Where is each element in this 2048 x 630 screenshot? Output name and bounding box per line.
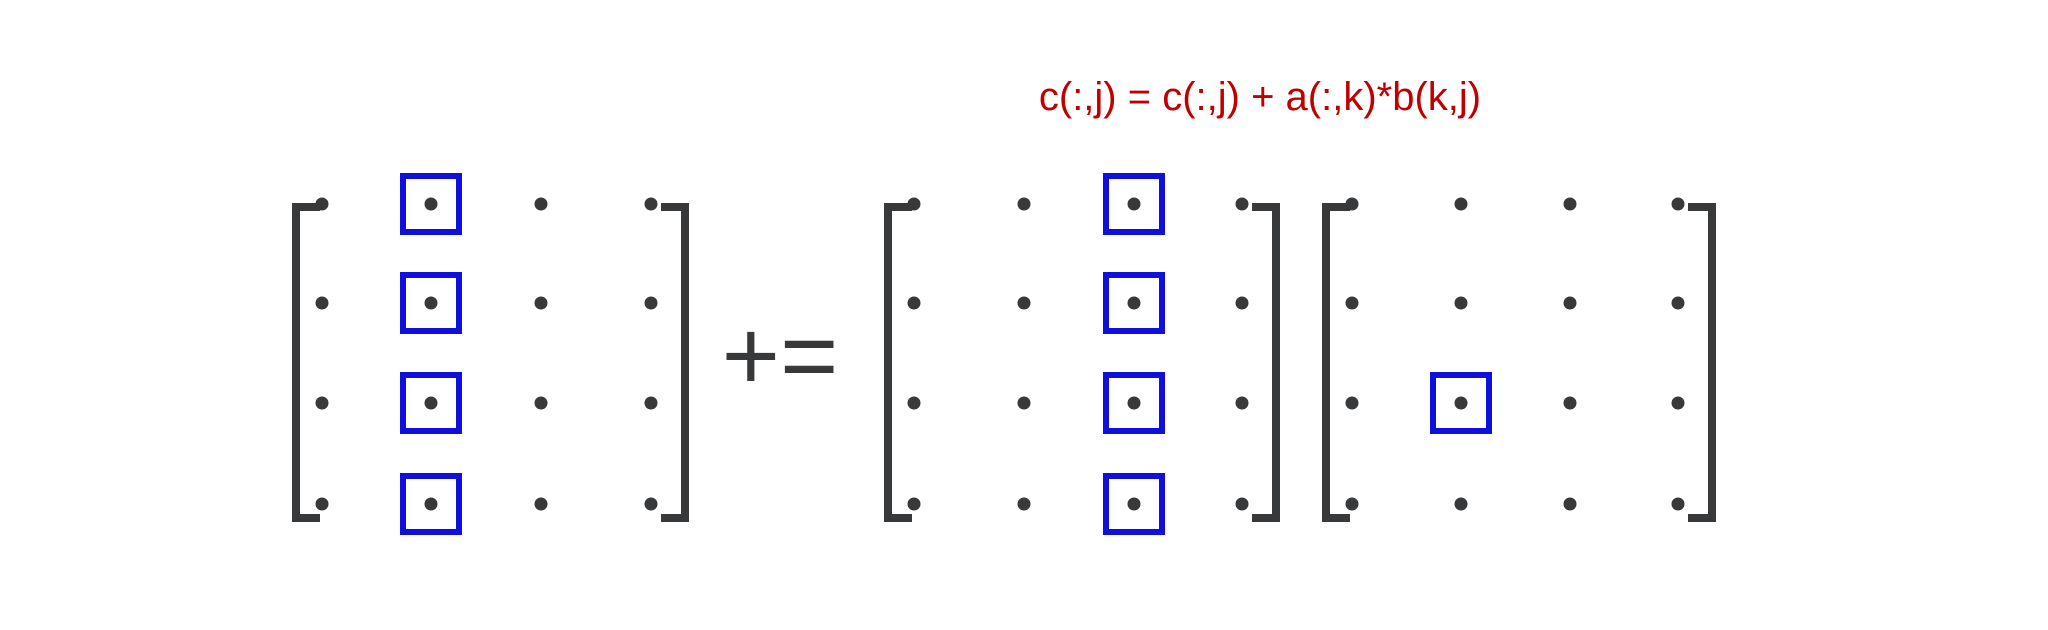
left-bracket — [884, 203, 912, 522]
highlight-box — [1430, 372, 1492, 434]
highlight-box — [1103, 372, 1165, 434]
matrix-entry-dot — [644, 396, 658, 410]
right-bracket — [1688, 203, 1716, 522]
matrix-entry-dot — [534, 497, 548, 511]
highlight-box — [400, 173, 462, 235]
matrix-entry-dot — [1671, 396, 1685, 410]
matrix-entry-dot — [1235, 197, 1249, 211]
matrix-entry-dot — [424, 296, 438, 310]
matrix-entry-dot — [315, 396, 329, 410]
matrix-entry-dot — [315, 497, 329, 511]
matrix-entry-dot — [1017, 396, 1031, 410]
right-bracket — [1252, 203, 1280, 522]
matrix-entry-dot — [1235, 296, 1249, 310]
matrix-entry-dot — [907, 296, 921, 310]
formula-label: c(:,j) = c(:,j) + a(:,k)*b(k,j) — [1039, 75, 1481, 119]
matrix-entry-dot — [1127, 296, 1141, 310]
matrix-entry-dot — [1454, 396, 1468, 410]
matrix-entry-dot — [1563, 497, 1577, 511]
matrix-entry-dot — [644, 497, 658, 511]
matrix-entry-dot — [424, 396, 438, 410]
matrix-entry-dot — [1127, 396, 1141, 410]
matrix-entry-dot — [644, 197, 658, 211]
matrix-entry-dot — [1454, 497, 1468, 511]
matrix-entry-dot — [1671, 296, 1685, 310]
matrix-entry-dot — [1563, 197, 1577, 211]
plus-equals-operator: += — [722, 300, 839, 412]
matrix-entry-dot — [1563, 296, 1577, 310]
matrices-group — [292, 173, 1716, 535]
matrix-entry-dot — [1235, 497, 1249, 511]
matrix-entry-dot — [1345, 197, 1359, 211]
matrix-c — [292, 173, 689, 535]
matrix-entry-dot — [1345, 396, 1359, 410]
matrix-entry-dot — [1454, 197, 1468, 211]
highlight-box — [1103, 272, 1165, 334]
highlight-box — [1103, 173, 1165, 235]
matrix-entry-dot — [534, 396, 548, 410]
matrix-entry-dot — [534, 296, 548, 310]
matrix-entry-dot — [1017, 197, 1031, 211]
matrix-entry-dot — [315, 296, 329, 310]
matrix-entry-dot — [1017, 497, 1031, 511]
matrix-entry-dot — [1671, 497, 1685, 511]
highlight-box — [400, 473, 462, 535]
matrix-entry-dot — [1345, 497, 1359, 511]
matrix-entry-dot — [1127, 197, 1141, 211]
matrix-entry-dot — [644, 296, 658, 310]
matrix-entry-dot — [907, 497, 921, 511]
matrix-entry-dot — [1563, 396, 1577, 410]
matrix-entry-dot — [1127, 497, 1141, 511]
left-bracket — [1322, 203, 1350, 522]
matrix-entry-dot — [534, 197, 548, 211]
matrix-entry-dot — [1017, 296, 1031, 310]
matrix-entry-dot — [315, 197, 329, 211]
matrix-entry-dot — [424, 497, 438, 511]
matrix-entry-dot — [1454, 296, 1468, 310]
left-bracket — [292, 203, 320, 522]
matrix-a — [884, 173, 1280, 535]
highlight-box — [400, 272, 462, 334]
matrix-b — [1322, 197, 1716, 522]
right-bracket — [661, 203, 689, 522]
matrix-entry-dot — [907, 396, 921, 410]
matrix-entry-dot — [1235, 396, 1249, 410]
matrix-entry-dot — [907, 197, 921, 211]
matrix-entry-dot — [424, 197, 438, 211]
highlight-box — [1103, 473, 1165, 535]
highlight-box — [400, 372, 462, 434]
matrix-entry-dot — [1671, 197, 1685, 211]
matrix-entry-dot — [1345, 296, 1359, 310]
